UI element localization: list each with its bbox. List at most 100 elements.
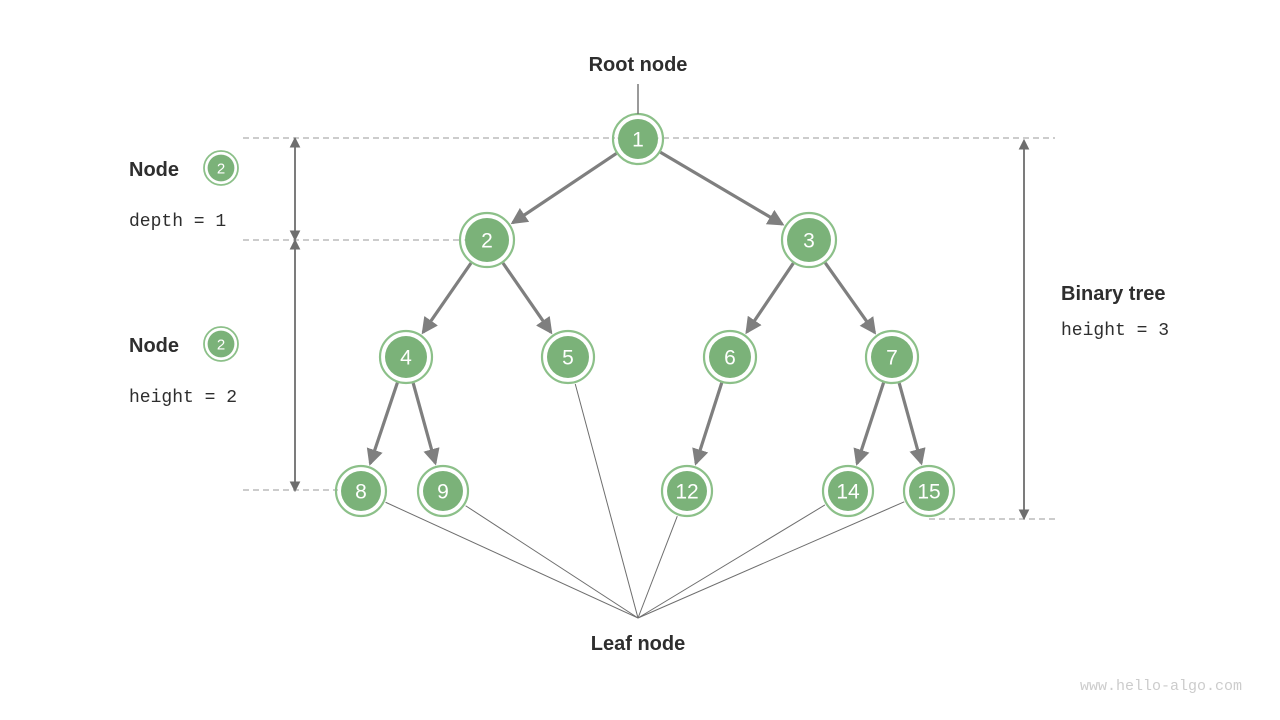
tree-node-15: 15 [902, 464, 956, 518]
node-inner-ring [705, 332, 755, 382]
annotations-group: Node 2 depth = 1 Node 2 height = 2 Binary tree… [129, 150, 1169, 408]
annotation-title: Node [129, 159, 179, 181]
leaf-pointer-lines-group [385, 383, 905, 619]
node-inner-ring [419, 467, 467, 515]
edge-n3-n7 [823, 261, 877, 335]
annotation-badge-value: 2 [217, 161, 225, 178]
node-inner-ring [614, 115, 662, 163]
annotation-tree-height: Binary tree height = 3 [1061, 283, 1169, 341]
annotation-detail: height = 3 [1061, 321, 1169, 341]
node-value: 9 [437, 481, 449, 504]
tree-node-4: 4 [378, 329, 434, 385]
node-value: 8 [355, 481, 367, 504]
tree-node-3: 3 [780, 211, 838, 269]
annotation-title: Node [129, 335, 179, 357]
node-value: 5 [562, 347, 574, 370]
node-value: 7 [886, 347, 898, 370]
watermark-text: www.hello-algo.com [1080, 678, 1242, 695]
edge-n4-n8 [366, 382, 399, 466]
node-disc [465, 218, 509, 262]
tree-node-1: 1 [611, 112, 665, 166]
edge-n4-n9 [411, 382, 440, 466]
annotation-node-height: Node 2 height = 2 [129, 326, 239, 408]
node-outer-ring [334, 464, 388, 518]
node-inner-ring [381, 332, 431, 382]
tree-node-5: 5 [540, 329, 596, 385]
node-outer-ring [540, 329, 596, 385]
node-disc [423, 471, 463, 511]
node-inner-ring [543, 332, 593, 382]
node-outer-ring [821, 464, 875, 518]
leaf-pointer-line-n5 [574, 383, 639, 619]
node-outer-ring [660, 464, 714, 518]
annotation-detail: height = 2 [129, 388, 237, 408]
node-inner-ring [337, 467, 385, 515]
node-outer-ring [864, 329, 920, 385]
node-inner-ring [663, 467, 711, 515]
leaf-pointer-line-n15 [637, 501, 905, 619]
annotation-badge-outer-ring [203, 150, 239, 186]
node-inner-ring [905, 467, 953, 515]
node-disc [547, 336, 589, 378]
edge-n3-n6 [745, 262, 795, 335]
node-inner-ring [461, 214, 513, 266]
edge-n1-n3 [659, 150, 785, 226]
dimension-arrows-group [289, 136, 1030, 521]
annotation-node-depth: Node 2 depth = 1 [129, 150, 239, 232]
node-disc [828, 471, 868, 511]
annotation-badge-value: 2 [217, 337, 225, 354]
node-disc [787, 218, 831, 262]
tree-node-7: 7 [864, 329, 920, 385]
node-value: 1 [632, 129, 644, 152]
leaf-pointer-line-n9 [465, 505, 639, 619]
leaf-node-label: Leaf node [591, 633, 685, 655]
node-value: 14 [836, 481, 860, 504]
node-value: 4 [400, 347, 412, 370]
edge-n7-n15 [897, 382, 926, 466]
node-disc [667, 471, 707, 511]
edge-n2-n4 [421, 262, 473, 335]
leaf-pointer-line-n12 [637, 516, 678, 619]
annotation-badge-inner-ring [205, 152, 237, 184]
node-outer-ring [702, 329, 758, 385]
annotation-title: Binary tree [1061, 283, 1166, 305]
tree-node-8: 8 [334, 464, 388, 518]
annotation-badge-disc [207, 330, 235, 358]
edge-n7-n14 [853, 382, 886, 466]
guide-lines-group [243, 137, 1055, 520]
node-inner-ring [783, 214, 835, 266]
node-outer-ring [902, 464, 956, 518]
node-inner-ring [824, 467, 872, 515]
node-value: 6 [724, 347, 736, 370]
leaf-pointer-line-n14 [637, 504, 826, 619]
node-disc [871, 336, 913, 378]
node-disc [385, 336, 427, 378]
annotation-badge-outer-ring [203, 326, 239, 362]
node-outer-ring [416, 464, 470, 518]
root-node-label: Root node [589, 54, 688, 76]
node-value: 15 [917, 481, 940, 504]
node-value: 12 [675, 481, 698, 504]
node-disc [909, 471, 949, 511]
annotation-badge-inner-ring [205, 328, 237, 360]
node-disc [618, 119, 658, 159]
tree-node-9: 9 [416, 464, 470, 518]
root-node-callout: Root node [589, 54, 688, 114]
tree-node-12: 12 [660, 464, 714, 518]
node-inner-ring [867, 332, 917, 382]
node-value: 3 [803, 230, 815, 253]
leaf-pointer-line-n8 [385, 501, 639, 619]
node-value: 2 [481, 230, 493, 253]
edge-n2-n5 [501, 262, 553, 335]
tree-node-6: 6 [702, 329, 758, 385]
annotation-badge-disc [207, 154, 235, 182]
tree-node-2: 2 [458, 211, 516, 269]
edge-n6-n12 [692, 382, 724, 466]
annotation-detail: depth = 1 [129, 212, 226, 232]
tree-node-14: 14 [821, 464, 875, 518]
node-disc [341, 471, 381, 511]
node-disc [709, 336, 751, 378]
node-outer-ring [378, 329, 434, 385]
